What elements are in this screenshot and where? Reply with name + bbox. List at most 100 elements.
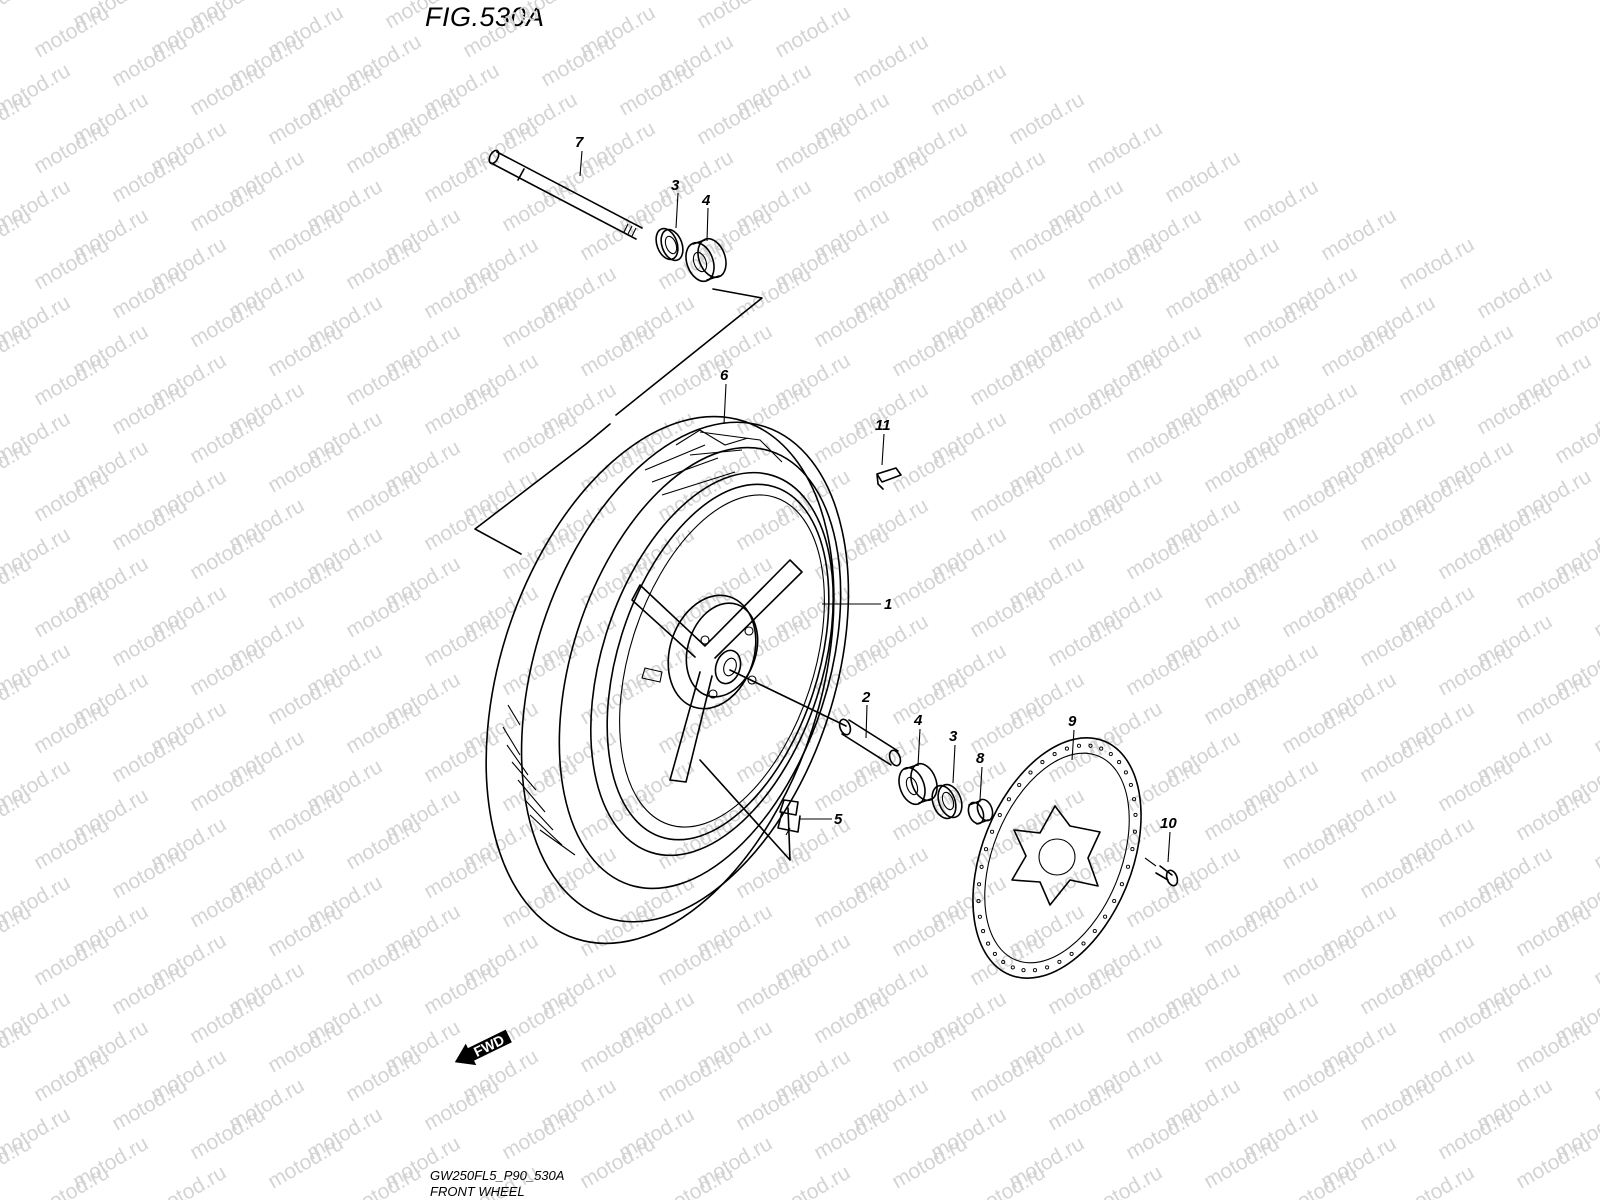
disc-vent-hole bbox=[986, 941, 991, 946]
watermark-text: motod.ru bbox=[498, 755, 581, 816]
tire-part[interactable] bbox=[424, 372, 908, 988]
disc-vent-hole bbox=[1032, 968, 1038, 973]
callout-2[interactable]: 2 bbox=[861, 689, 871, 706]
watermark-text: motod.ru bbox=[186, 987, 269, 1048]
watermark-text: motod.ru bbox=[420, 494, 503, 555]
watermark-text: motod.ru bbox=[1161, 146, 1244, 207]
watermark-text: motod.ru bbox=[420, 726, 503, 787]
disc-bolt-part[interactable] bbox=[1144, 857, 1179, 887]
watermark-text: motod.ru bbox=[1278, 581, 1361, 642]
watermark-text: motod.ru bbox=[1590, 1161, 1600, 1200]
wheel-rim-part[interactable] bbox=[546, 442, 878, 887]
watermark-text: motod.ru bbox=[927, 175, 1010, 236]
watermark-text: motod.ru bbox=[342, 929, 425, 990]
disc-vent-hole bbox=[1010, 965, 1015, 970]
watermark-text: motod.ru bbox=[30, 1045, 113, 1106]
watermark-text: motod.ru bbox=[30, 929, 113, 990]
watermark-text: motod.ru bbox=[1590, 697, 1600, 758]
watermark-text: motod.ru bbox=[30, 1161, 113, 1200]
callout-3[interactable]: 3 bbox=[671, 177, 680, 194]
lower-bearing-part[interactable] bbox=[894, 760, 942, 808]
callout-1[interactable]: 1 bbox=[884, 596, 892, 613]
watermark-text: motod.ru bbox=[888, 436, 971, 497]
watermark-text: motod.ru bbox=[537, 30, 620, 91]
callout-7[interactable]: 7 bbox=[575, 134, 584, 151]
disc-vent-hole bbox=[1103, 914, 1108, 919]
callout-4-lower[interactable]: 4 bbox=[913, 712, 923, 729]
watermark-text: motod.ru bbox=[576, 784, 659, 845]
watermark-text: motod.ru bbox=[615, 0, 698, 4]
watermark-text: motod.ru bbox=[342, 697, 425, 758]
watermark-text: motod.ru bbox=[498, 407, 581, 468]
watermark-text: motod.ru bbox=[654, 697, 737, 758]
disc-vent-hole bbox=[1099, 746, 1104, 751]
watermark-text: motod.ru bbox=[849, 30, 932, 91]
disc-vent-hole bbox=[1088, 743, 1093, 748]
callout-10[interactable]: 10 bbox=[1160, 815, 1177, 832]
disc-vent-hole bbox=[1052, 752, 1057, 757]
watermark-text: motod.ru bbox=[1317, 320, 1400, 381]
callout-11[interactable]: 11 bbox=[875, 417, 891, 434]
watermark-text: motod.ru bbox=[888, 320, 971, 381]
watermark-text: motod.ru bbox=[1512, 668, 1595, 729]
watermark-text: motod.ru bbox=[108, 378, 191, 439]
axle-part[interactable] bbox=[487, 149, 643, 240]
watermark-text: motod.ru bbox=[498, 987, 581, 1048]
disc-vent-hole bbox=[979, 864, 984, 869]
watermark-text: motod.ru bbox=[1434, 1103, 1517, 1164]
callout-8[interactable]: 8 bbox=[976, 750, 985, 767]
callout-9[interactable]: 9 bbox=[1068, 713, 1077, 730]
upper-bearing-part[interactable] bbox=[681, 235, 731, 285]
watermark-text: motod.ru bbox=[888, 1016, 971, 1077]
watermark-text: motod.ru bbox=[654, 581, 737, 642]
disc-vent-hole bbox=[1001, 959, 1006, 965]
watermark-text: motod.ru bbox=[849, 146, 932, 207]
watermark-text: motod.ru bbox=[186, 639, 269, 700]
watermark-text: motod.ru bbox=[1551, 291, 1600, 352]
callout-4[interactable]: 4 bbox=[701, 192, 711, 209]
balancer-weight-part[interactable] bbox=[876, 467, 902, 490]
callout-6[interactable]: 6 bbox=[720, 367, 729, 384]
watermark-text: motod.ru bbox=[1122, 755, 1205, 816]
watermark-text: motod.ru bbox=[810, 871, 893, 932]
collar-part[interactable] bbox=[966, 797, 996, 825]
disc-vent-hole bbox=[1028, 770, 1033, 775]
watermark-text: motod.ru bbox=[342, 813, 425, 874]
watermark-text: motod.ru bbox=[888, 900, 971, 961]
watermark-text: motod.ru bbox=[1122, 639, 1205, 700]
watermark-text: motod.ru bbox=[1005, 88, 1088, 149]
disc-vent-hole bbox=[990, 829, 995, 834]
watermark-text: motod.ru bbox=[1434, 755, 1517, 816]
watermark-text: motod.ru bbox=[108, 610, 191, 671]
watermark-text: motod.ru bbox=[927, 59, 1010, 120]
watermark-text: motod.ru bbox=[264, 784, 347, 845]
disc-vent-hole bbox=[1128, 782, 1133, 787]
watermark-text: motod.ru bbox=[0, 0, 35, 33]
disc-vent-hole bbox=[1119, 882, 1124, 887]
watermark-text: motod.ru bbox=[108, 842, 191, 903]
watermark-text: motod.ru bbox=[1200, 1016, 1283, 1077]
watermark-text: motod.ru bbox=[810, 755, 893, 816]
watermark-text: motod.ru bbox=[108, 1074, 191, 1135]
brake-disc-part[interactable] bbox=[940, 713, 1173, 1003]
watermark-text: motod.ru bbox=[771, 1161, 854, 1200]
watermark-text: motod.ru bbox=[264, 900, 347, 961]
watermark-text: motod.ru bbox=[342, 1161, 425, 1200]
watermark-text: motod.ru bbox=[1122, 407, 1205, 468]
watermark-text: motod.ru bbox=[186, 59, 269, 120]
lower-oil-seal-part[interactable] bbox=[928, 781, 966, 821]
watermark-text: motod.ru bbox=[342, 349, 425, 410]
upper-oil-seal-part[interactable] bbox=[652, 226, 687, 264]
watermark-text: motod.ru bbox=[264, 204, 347, 265]
callout-5[interactable]: 5 bbox=[834, 811, 843, 828]
disc-vent-hole bbox=[976, 899, 981, 904]
disc-vent-hole bbox=[1076, 743, 1082, 748]
watermark-text: motod.ru bbox=[1590, 929, 1600, 990]
watermark-text: motod.ru bbox=[498, 175, 581, 236]
spacer-part[interactable] bbox=[838, 718, 903, 767]
watermark-text: motod.ru bbox=[693, 0, 776, 33]
disc-vent-hole bbox=[1092, 928, 1097, 934]
callout-3-lower[interactable]: 3 bbox=[949, 728, 958, 745]
watermark-text: motod.ru bbox=[108, 262, 191, 323]
